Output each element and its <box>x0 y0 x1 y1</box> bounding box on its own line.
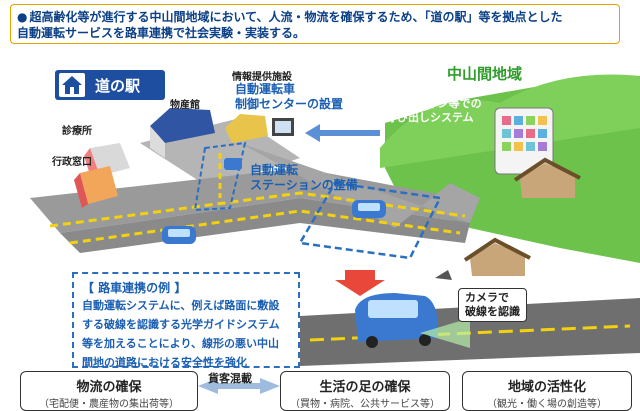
mobility-sub: （買物・病院、公共サービス等） <box>281 395 449 410</box>
camera-bubble: カメラで 破線を認識 <box>458 288 527 322</box>
mixed-label: 貨客混載 <box>208 370 252 386</box>
vehicle-1 <box>162 226 196 244</box>
mobility-title: 生活の足の確保 <box>281 376 449 395</box>
logistics-title: 物流の確保 <box>21 376 197 395</box>
callout-line-3: 等を加えることにより、線形の悪い中山 <box>82 334 290 353</box>
headline-bullet: ● <box>17 10 27 24</box>
logistics-sub: （宅配便・農産物の集出荷等） <box>21 395 197 410</box>
smartphone-label: スマートフォン等での 呼び出しシステム <box>372 97 482 125</box>
station-label-block: 自動運転 ステーションの整備 <box>250 163 358 193</box>
revitalization-box: 地域の活性化 （観光・働く場の創造等） <box>462 371 632 411</box>
callout-line-2: する破線を認識する光学ガイドシステム <box>82 315 290 334</box>
mobility-box: 生活の足の確保 （買物・病院、公共サービス等） <box>280 371 450 411</box>
info-facility-label: 情報提供施設 <box>232 68 292 83</box>
callout-line-4: 間地の道路における安全性を強化 <box>82 353 290 372</box>
satellite-icon <box>435 270 452 280</box>
signal-arrow <box>305 124 380 142</box>
house-2 <box>470 243 525 276</box>
control-center-label: 自動運転車 制御センターの設置 <box>235 82 343 112</box>
smartphone-line1: スマートフォン等での <box>372 97 482 111</box>
detail-vehicle <box>355 293 438 348</box>
headline-line2: 自動運転サービスを路車連携で社会実験・実装する。 <box>17 26 305 40</box>
control-center-line1: 自動運転車 <box>235 82 343 97</box>
headline-box: ●超高齢化等が進行する中山間地域において、人流・物流を確保するため、「道の駅」等… <box>10 4 620 44</box>
control-center-line2: 制御センターの設置 <box>235 97 343 112</box>
revitalization-title: 地域の活性化 <box>463 376 631 395</box>
callout-title: 【 路車連携の例 】 <box>82 279 290 296</box>
region-label: 中山間地域 <box>447 63 522 84</box>
station-line1: 自動運転 <box>250 163 358 178</box>
station-label: 道の駅 <box>95 75 140 96</box>
logistics-box: 物流の確保 （宅配便・農産物の集出荷等） <box>20 371 198 411</box>
camera-line2: 破線を認識 <box>465 305 520 319</box>
shop-label: 物産館 <box>170 96 200 111</box>
house-icon <box>59 73 85 97</box>
callout-line-1: 自動運転システムに、例えば路面に敷設 <box>82 296 290 315</box>
station-badge: 道の駅 <box>55 70 165 100</box>
camera-line1: カメラで <box>465 291 520 305</box>
admin-label: 行政窓口 <box>52 153 92 168</box>
down-arrow <box>335 270 385 296</box>
clinic-label: 診療所 <box>62 122 92 137</box>
headline-line1: 超高齢化等が進行する中山間地域において、人流・物流を確保するため、「道の駅」等を… <box>29 10 562 24</box>
revitalization-sub: （観光・働く場の創造等） <box>463 395 631 410</box>
vehicle-3 <box>224 158 242 170</box>
callout-box: 【 路車連携の例 】 自動運転システムに、例えば路面に敷設 する破線を認識する光… <box>72 272 300 368</box>
smartphone-line2: 呼び出しシステム <box>372 111 482 125</box>
station-line2: ステーションの整備 <box>250 178 358 193</box>
vehicle-2 <box>352 200 386 218</box>
